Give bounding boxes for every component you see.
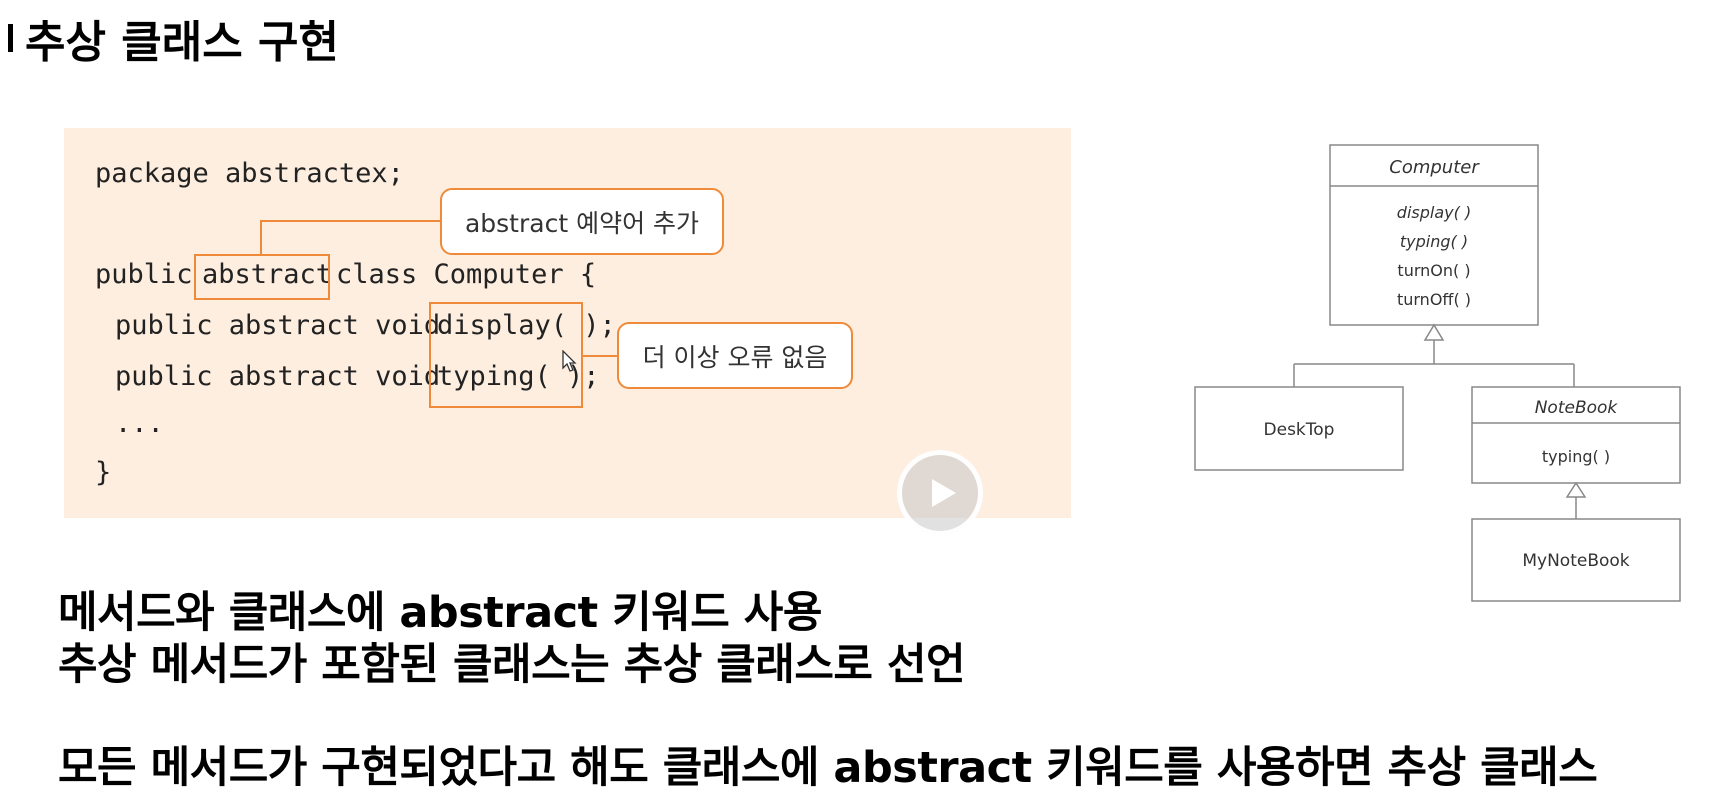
slide-title: 추상 클래스 구현 <box>8 6 339 70</box>
uml-notebook-name: NoteBook <box>1535 398 1619 418</box>
uml-class-desktop <box>1194 386 1404 471</box>
uml-computer-method: turnOn( ) <box>1397 261 1470 280</box>
uml-notebook-method: typing( ) <box>1542 447 1610 466</box>
body-text-line: 모든 메서드가 구현되었다고 해도 클래스에 abstract 키워드를 사용하… <box>58 743 1598 793</box>
code-method-typing: typing( ); <box>437 361 600 392</box>
code-line-class-prefix: public <box>95 259 193 290</box>
uml-computer-method: display( ) <box>1397 203 1471 222</box>
code-line-display-prefix: public abstract void <box>115 310 441 341</box>
slide-title-text: 추상 클래스 구현 <box>25 17 339 68</box>
uml-mynotebook-name: MyNoteBook <box>1522 551 1629 571</box>
code-line-package: package abstractex; <box>95 158 404 189</box>
code-line-ellipsis: ... <box>115 408 164 439</box>
callout-abstract-added: abstract 예약어 추가 <box>440 188 724 255</box>
body-text-line: 메서드와 클래스에 abstract 키워드 사용 <box>58 588 822 638</box>
connector-line <box>583 355 617 357</box>
uml-computer-method: typing( ) <box>1400 232 1468 251</box>
cursor-icon <box>562 350 577 372</box>
abstract-highlight-box <box>194 254 330 300</box>
inheritance-arrow <box>1423 323 1445 341</box>
play-icon <box>932 479 956 507</box>
uml-class-notebook <box>1471 386 1681 484</box>
code-line-class-suffix: class Computer { <box>336 259 597 290</box>
uml-class-computer <box>1329 144 1539 326</box>
uml-class-mynotebook <box>1471 518 1681 602</box>
code-line-typing-prefix: public abstract void <box>115 361 441 392</box>
methods-highlight-box <box>429 302 583 408</box>
inheritance-arrow <box>1565 481 1587 498</box>
uml-class-diagram: Computer display( ) typing( ) turnOn( ) … <box>1194 144 1681 602</box>
code-panel: package abstractex; public abstract clas… <box>64 128 1071 518</box>
uml-computer-method: turnOff( ) <box>1397 290 1471 309</box>
code-method-display: display( ); <box>437 310 616 341</box>
uml-desktop-name: DeskTop <box>1264 420 1335 440</box>
body-text-line: 추상 메서드가 포함된 클래스는 추상 클래스로 선언 <box>58 640 966 690</box>
callout-no-more-error: 더 이상 오류 없음 <box>617 322 853 389</box>
title-bar-mark <box>8 24 13 52</box>
code-keyword-abstract: abstract <box>202 259 333 290</box>
code-line-close-brace: } <box>95 457 112 488</box>
uml-computer-name: Computer <box>1389 157 1480 178</box>
play-button[interactable] <box>897 450 983 536</box>
connector-line <box>260 220 262 254</box>
connector-line <box>260 220 440 222</box>
